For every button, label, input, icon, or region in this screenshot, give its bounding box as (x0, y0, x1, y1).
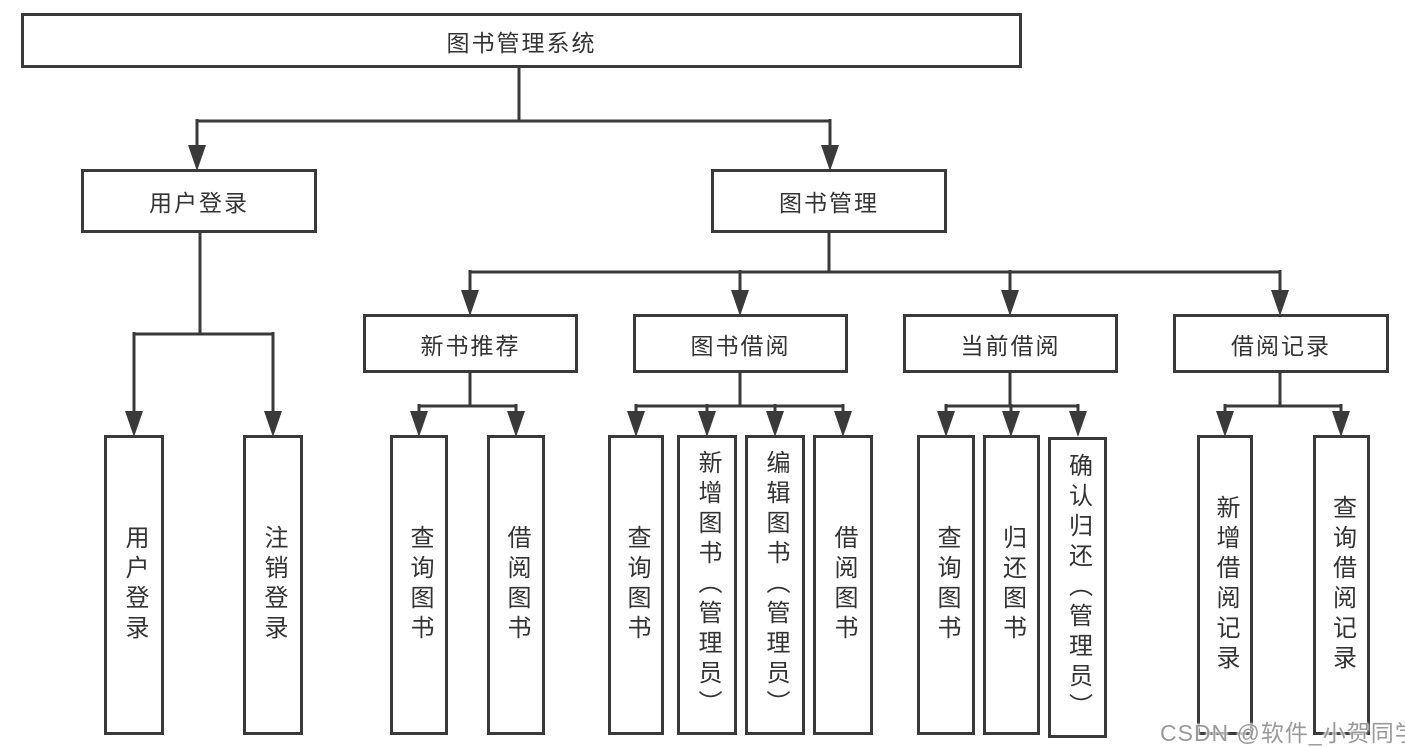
node-label: 查询图书 (933, 525, 960, 645)
leaf-borrow-books-borrowing: 借阅图书 (813, 435, 873, 735)
leaf-edit-books-admin: 编辑图书（管理员） (745, 435, 805, 735)
node-label: 归还图书 (998, 525, 1026, 645)
node-label: 新增图书（管理员） (694, 450, 721, 720)
node-user-login: 用户登录 (81, 169, 317, 233)
leaf-logout: 注销登录 (243, 435, 303, 735)
node-label: 用户登录 (149, 190, 249, 216)
node-book-management: 图书管理 (711, 169, 947, 233)
node-label: 借阅记录 (1231, 332, 1331, 359)
node-label: 新增借阅记录 (1212, 495, 1239, 675)
leaf-query-books-borrowing: 查询图书 (608, 435, 664, 735)
node-root-system: 图书管理系统 (21, 13, 1022, 68)
node-label: 用户登录 (121, 525, 148, 645)
node-label: 借阅图书 (830, 525, 857, 645)
node-label: 查询借阅记录 (1328, 495, 1356, 675)
node-label: 借阅图书 (503, 525, 530, 645)
node-label: 查询图书 (406, 525, 433, 645)
leaf-query-books-current: 查询图书 (917, 435, 975, 735)
leaf-confirm-return-admin: 确认归还（管理员） (1048, 437, 1107, 738)
leaf-add-books-admin: 新增图书（管理员） (677, 435, 737, 735)
node-label: 当前借阅 (960, 332, 1061, 359)
leaf-user-login: 用户登录 (104, 435, 164, 735)
node-new-book-recommend: 新书推荐 (363, 314, 578, 373)
node-book-borrowing: 图书借阅 (633, 314, 848, 373)
node-label: 查询图书 (623, 525, 650, 645)
leaf-return-books: 归还图书 (983, 435, 1040, 735)
node-label: 图书借阅 (690, 332, 791, 359)
node-current-borrowing: 当前借阅 (903, 314, 1118, 373)
node-label: 新书推荐 (420, 332, 521, 359)
node-label: 图书管理 (779, 190, 879, 216)
leaf-query-borrow-record: 查询借阅记录 (1313, 435, 1370, 735)
node-label: 编辑图书（管理员） (762, 450, 789, 720)
leaf-add-borrow-record: 新增借阅记录 (1197, 435, 1253, 735)
node-label: 注销登录 (260, 525, 287, 645)
node-label: 确认归还（管理员） (1064, 452, 1092, 723)
leaf-borrow-books-recommend: 借阅图书 (487, 435, 545, 735)
node-label: 图书管理系统 (446, 29, 597, 56)
csdn-watermark: CSDN @软件_小贺同学 (1160, 720, 1405, 746)
arrow-down-icons (125, 145, 1350, 437)
node-borrowing-records: 借阅记录 (1173, 314, 1389, 373)
leaf-query-books-recommend: 查询图书 (390, 435, 448, 735)
connector-paths (132, 68, 1343, 416)
